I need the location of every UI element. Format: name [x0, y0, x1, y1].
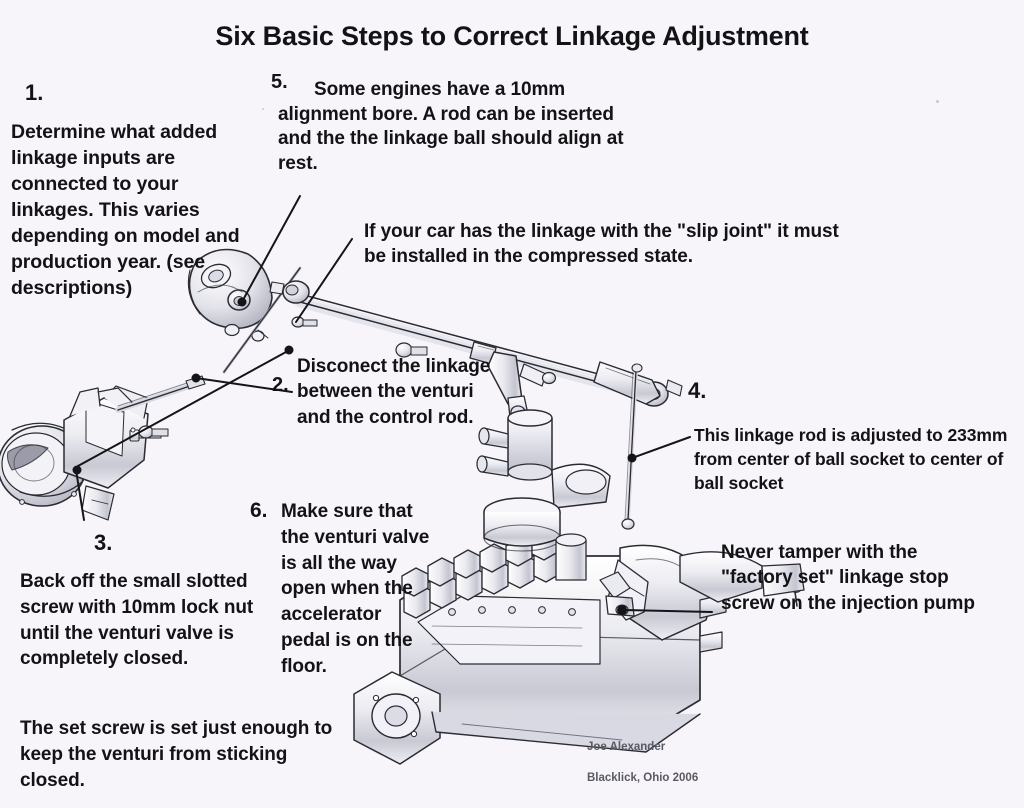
step-number-4: 4. — [688, 378, 707, 403]
note-slip-joint: If your car has the linkage with the "sl… — [364, 221, 839, 268]
scan-speck — [936, 100, 939, 103]
step-body-2: Disconect the linkage between the ventur… — [297, 356, 491, 428]
page-title: Six Basic Steps to Correct Linkage Adjus… — [215, 21, 809, 51]
step-body-3-continued: The set screw is set just enough to keep… — [20, 718, 333, 791]
step-body-6: Make sure that the venturi valve is all … — [281, 501, 430, 677]
credit-author: Joe Alexander — [587, 740, 666, 753]
step-body-4: This linkage rod is adjusted to 233mm fr… — [694, 425, 1008, 493]
credit-block: Joe Alexander Blacklick, Ohio 2006 — [587, 724, 698, 802]
factory-set-stop-screw — [605, 595, 635, 617]
note-factory-set: Never tamper with the "factory set" link… — [721, 542, 975, 614]
ball-socket-right — [639, 381, 669, 407]
step-body-1: Determine what added linkage inputs are … — [11, 121, 240, 299]
credit-location-year: Blacklick, Ohio 2006 — [587, 771, 699, 784]
step-body-3: Back off the small slotted screw with 10… — [20, 571, 254, 670]
filter-bowl — [483, 497, 561, 552]
bell-crank-lever — [487, 351, 683, 419]
step-number-3: 3. — [94, 530, 113, 555]
slotted-set-screw — [129, 427, 162, 442]
scan-speck — [262, 108, 264, 110]
step-number-6: 6. — [250, 499, 268, 522]
step-body-5: Some engines have a 10mm alignment bore.… — [278, 79, 624, 175]
pump-drive-flange — [353, 671, 441, 765]
venturi-throttle-body — [0, 385, 162, 521]
step-number-1: 1. — [25, 80, 44, 105]
linkage-rod-233mm — [621, 363, 643, 530]
venturi-push-rod — [115, 375, 206, 413]
ball-socket-left — [269, 280, 310, 304]
step-number-2: 2. — [272, 374, 289, 396]
step-number-5: 5. — [271, 71, 288, 93]
